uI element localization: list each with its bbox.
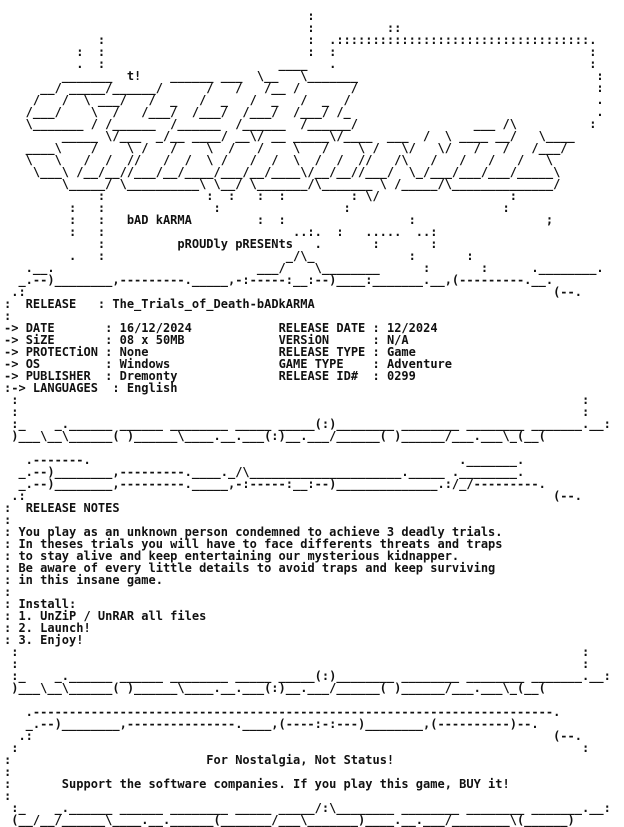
field-label: LANGUAGES (32, 381, 98, 395)
field-label: PUBLISHER (25, 369, 91, 383)
notes-heading: RELEASE NOTES (25, 501, 120, 515)
notes-line: to stay alive and keep entertaining our … (18, 549, 460, 563)
notes-line: In theses trials you will have to face d… (18, 537, 503, 551)
field-value: Windows (119, 357, 171, 371)
field-label: OS (25, 357, 41, 371)
install-step: 3. Enjoy! (18, 633, 84, 647)
field-value: Dremonty (119, 369, 178, 383)
field-value: English (126, 381, 178, 395)
field-label-right: GAME TYPE (278, 357, 344, 371)
install-step: 1. UnZiP / UnRAR all files (18, 609, 207, 623)
support-message: Support the software companies. If you p… (61, 777, 510, 791)
release-name: The_Trials_of_Death-bADkARMA (112, 297, 315, 311)
field-value-right: Adventure (386, 357, 452, 371)
install-heading: Install: (18, 597, 77, 611)
notes-line: in this insane game. (18, 573, 163, 587)
notes-line: You play as an unknown person condemned … (18, 525, 503, 539)
field-label: DATE (25, 321, 55, 335)
field-label: PROTECTiON (25, 345, 98, 359)
field-label-right: VERSiON (278, 333, 330, 347)
field-value: None (119, 345, 149, 359)
field-value-right: N/A (386, 333, 409, 347)
field-label: SiZE (25, 333, 55, 347)
notes-line: Be aware of every little details to avoi… (18, 561, 496, 575)
field-value: 08 x 50MB (119, 333, 185, 347)
field-label-right: RELEASE ID# (278, 369, 359, 383)
group-name: bAD kARMA (126, 213, 192, 227)
field-value: 16/12/2024 (119, 321, 192, 335)
motto: For Nostalgia, Not Status! (206, 753, 395, 767)
field-value-right: 12/2024 (386, 321, 438, 335)
field-label-right: RELEASE TYPE (278, 345, 366, 359)
field-label-right: RELEASE DATE (278, 321, 366, 335)
field-value-right: Game (386, 345, 416, 359)
field-value-right: 0299 (386, 369, 416, 383)
tagline: pROUDly pRESENts (177, 237, 293, 251)
install-step: 2. Launch! (18, 621, 91, 635)
